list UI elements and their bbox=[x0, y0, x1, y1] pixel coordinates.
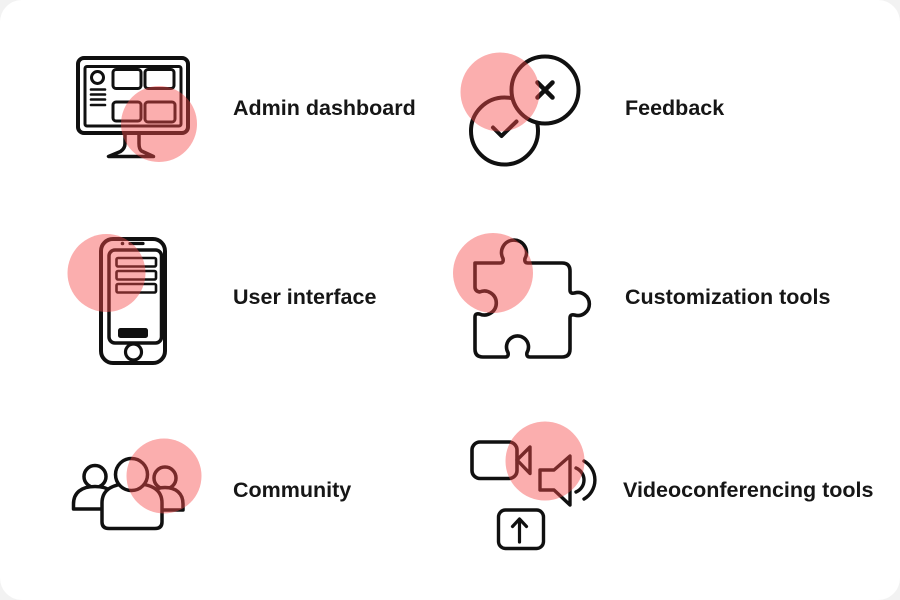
user-interface-icon bbox=[67, 234, 167, 365]
sound-wave-large bbox=[582, 459, 597, 501]
feature-label-community: Community bbox=[233, 478, 352, 502]
feature-label-customization-tools: Customization tools bbox=[625, 285, 831, 309]
feature-label-videoconferencing-tools: Videoconferencing tools bbox=[623, 478, 874, 502]
admin-dashboard-icon bbox=[76, 56, 197, 162]
accent-blob bbox=[505, 421, 585, 501]
accent-blob bbox=[126, 438, 202, 514]
feature-label-feedback: Feedback bbox=[625, 96, 725, 120]
phone-button-bar bbox=[118, 328, 148, 338]
accent-blob bbox=[67, 234, 146, 312]
monitor-stand bbox=[106, 131, 156, 159]
person-left-head bbox=[82, 463, 108, 490]
community-icon bbox=[71, 438, 202, 531]
person-front-body bbox=[100, 481, 164, 531]
person-front-head bbox=[113, 456, 150, 493]
check-mark bbox=[491, 119, 519, 138]
video-camera-lens bbox=[515, 445, 532, 476]
sound-wave-small bbox=[574, 466, 586, 494]
accent-blob bbox=[121, 86, 197, 162]
home-button bbox=[123, 342, 144, 362]
accent-blob bbox=[460, 52, 540, 132]
videoconferencing-tools-icon bbox=[470, 421, 597, 551]
feedback-icon bbox=[460, 52, 581, 167]
speaker bbox=[538, 454, 572, 507]
feature-label-admin-dashboard: Admin dashboard bbox=[233, 96, 416, 120]
upload-arrow bbox=[510, 517, 529, 544]
puzzle-piece bbox=[473, 238, 592, 359]
customization-tools-icon bbox=[453, 233, 592, 359]
feature-label-user-interface: User interface bbox=[233, 285, 377, 309]
accent-blob bbox=[453, 233, 533, 313]
x-mark bbox=[535, 80, 555, 100]
